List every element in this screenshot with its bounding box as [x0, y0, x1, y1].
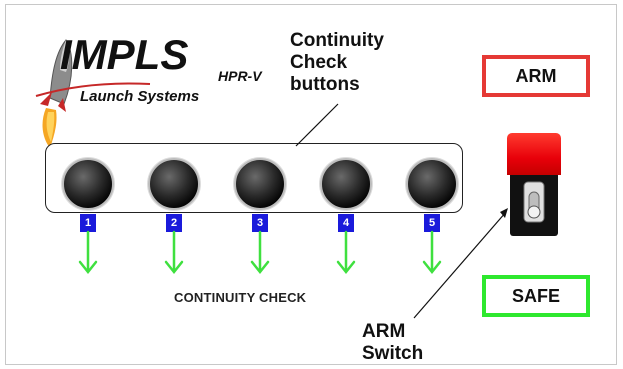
- continuity-button-3[interactable]: [234, 158, 286, 210]
- arm-switch-callout: ARM Switch: [362, 321, 424, 364]
- continuity-button-2[interactable]: [148, 158, 200, 210]
- continuity-button-4[interactable]: [320, 158, 372, 210]
- button-number-badge: 5: [424, 214, 440, 232]
- safe-label: SAFE: [511, 285, 560, 306]
- arrow-down-icon: [250, 230, 270, 275]
- logo-title: IMPLS: [60, 31, 189, 78]
- button-number-badge: 4: [338, 214, 354, 232]
- switch-pointer-line: [413, 211, 507, 319]
- arrow-down-icon: [336, 230, 356, 275]
- safe-indicator: SAFE: [482, 275, 590, 317]
- pointer-arrowhead-icon: [500, 208, 508, 218]
- arrow-down-icon: [164, 230, 184, 275]
- arm-indicator: ARM: [482, 55, 590, 97]
- callout-leader-line: [295, 103, 339, 147]
- continuity-button-5[interactable]: [406, 158, 458, 210]
- logo-subtitle: Launch Systems: [80, 88, 200, 105]
- arm-switch-cover[interactable]: [507, 133, 561, 175]
- button-number-badge: 1: [80, 214, 96, 232]
- arrow-down-icon: [422, 230, 442, 275]
- model-label: HPR-V: [218, 68, 262, 84]
- continuity-buttons-callout: Continuity Check buttons: [290, 30, 384, 95]
- continuity-button-1[interactable]: [62, 158, 114, 210]
- arrow-down-icon: [78, 230, 98, 275]
- continuity-check-label: CONTINUITY CHECK: [174, 290, 307, 305]
- button-number-badge: 2: [166, 214, 182, 232]
- arm-label: ARM: [515, 65, 557, 86]
- button-number-badge: 3: [252, 214, 268, 232]
